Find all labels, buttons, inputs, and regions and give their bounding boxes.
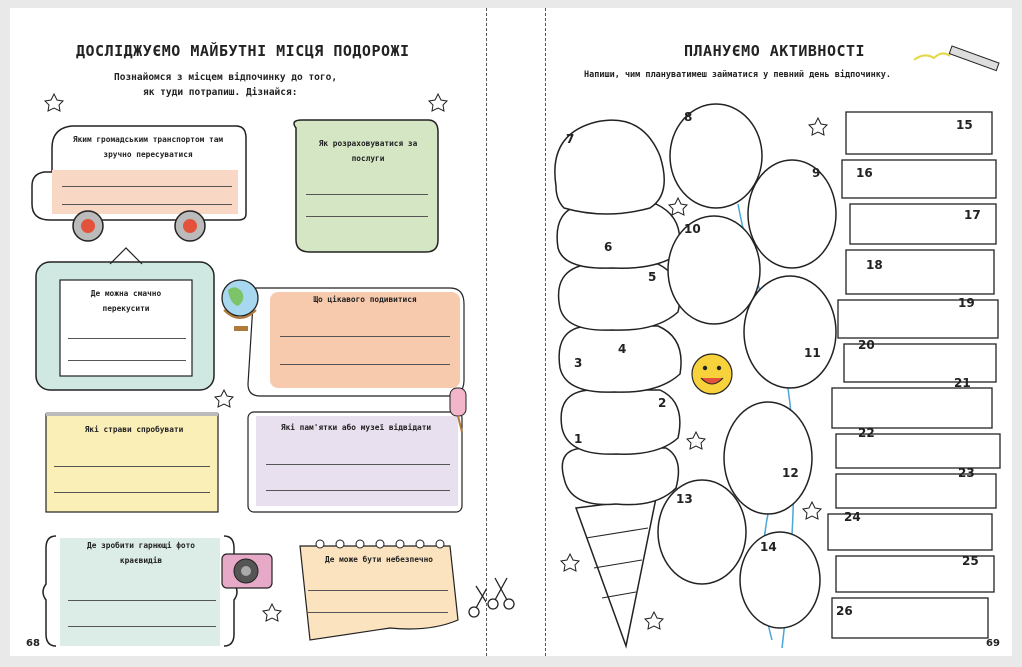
food-answer-line-2[interactable] bbox=[68, 360, 186, 361]
balloon-day-9[interactable]: 9 bbox=[812, 166, 821, 180]
left-page-title: ДОСЛІДЖУЄМО МАЙБУТНІ МІСЦЯ ПОДОРОЖІ bbox=[76, 42, 410, 60]
book-day-16[interactable]: 16 bbox=[856, 166, 873, 180]
globe-icon bbox=[221, 279, 259, 331]
ice-cream-day-4[interactable]: 4 bbox=[618, 342, 627, 356]
bus-icon bbox=[31, 125, 247, 242]
star-icon bbox=[559, 116, 829, 630]
sights-answer-line-2[interactable] bbox=[280, 364, 450, 365]
transport-answer-line-2[interactable] bbox=[62, 204, 232, 205]
book-day-25[interactable]: 25 bbox=[962, 554, 979, 568]
photos-label: Де зробити гарнющі фото краєвидів bbox=[87, 541, 195, 565]
museums-label: Які пам'ятки або музеї відвідати bbox=[280, 423, 432, 432]
pencil-icon bbox=[913, 45, 1000, 72]
balloon-day-11[interactable]: 11 bbox=[804, 346, 821, 360]
photos-answer-line-2[interactable] bbox=[68, 626, 216, 627]
payment-answer-line[interactable] bbox=[306, 194, 428, 195]
left-intro-line2: як туди потрапиш. Дізнайся: bbox=[143, 87, 298, 98]
smiley-icon bbox=[691, 353, 733, 395]
sights-label: Що цікавого подивитися bbox=[313, 295, 417, 304]
book-day-20[interactable]: 20 bbox=[858, 338, 875, 352]
ice-cream-day-5[interactable]: 5 bbox=[648, 270, 657, 284]
ice-cream-day-1[interactable]: 1 bbox=[574, 432, 583, 446]
right-page-title: ПЛАНУЄМО АКТИВНОСТІ bbox=[684, 42, 866, 60]
scissors-icon bbox=[487, 577, 515, 610]
camera-icon bbox=[221, 553, 273, 589]
book-day-23[interactable]: 23 bbox=[958, 466, 975, 480]
danger-answer-line[interactable] bbox=[308, 590, 448, 591]
book-day-18[interactable]: 18 bbox=[866, 258, 883, 272]
book-day-15[interactable]: 15 bbox=[956, 118, 973, 132]
book-day-26[interactable]: 26 bbox=[836, 604, 853, 618]
museums-answer-line[interactable] bbox=[266, 464, 450, 465]
book-day-22[interactable]: 22 bbox=[858, 426, 875, 440]
book-day-24[interactable]: 24 bbox=[844, 510, 861, 524]
danger-answer-line-2[interactable] bbox=[308, 612, 448, 613]
scissors-icon bbox=[468, 585, 486, 618]
balloon-day-14[interactable]: 14 bbox=[760, 540, 777, 554]
balloon-day-8[interactable]: 8 bbox=[684, 110, 693, 124]
dishes-answer-line[interactable] bbox=[54, 466, 210, 467]
ice-cream-day-2[interactable]: 2 bbox=[658, 396, 667, 410]
balloon-day-10[interactable]: 10 bbox=[684, 222, 701, 236]
balloon-day-13[interactable]: 13 bbox=[676, 492, 693, 506]
ice-cream-day-7[interactable]: 7 bbox=[566, 132, 575, 146]
page-gutter bbox=[486, 8, 546, 656]
sights-answer-line[interactable] bbox=[280, 336, 450, 337]
right-page: ПЛАНУЄМО АКТИВНОСТІ Напиши, чим плануват… bbox=[546, 8, 1012, 656]
ice-cream-day-6[interactable]: 6 bbox=[604, 240, 613, 254]
dishes-answer-line-2[interactable] bbox=[54, 492, 210, 493]
food-answer-line[interactable] bbox=[68, 338, 186, 339]
book-day-21[interactable]: 21 bbox=[954, 376, 971, 390]
photos-answer-line[interactable] bbox=[68, 600, 216, 601]
right-page-drawings bbox=[554, 45, 1001, 649]
food-label: Де можна смачно перекусити bbox=[90, 289, 162, 313]
book-day-19[interactable]: 19 bbox=[958, 296, 975, 310]
star-icon bbox=[43, 92, 449, 622]
right-page-number: 69 bbox=[986, 638, 1000, 649]
left-intro-line1: Познайомся з місцем відпочинку до того, bbox=[114, 72, 338, 83]
museums-answer-line-2[interactable] bbox=[266, 490, 450, 491]
popsicle-icon bbox=[449, 387, 467, 433]
balloon-day-12[interactable]: 12 bbox=[782, 466, 799, 480]
left-page-decorations bbox=[31, 92, 486, 647]
ice-cream-day-3[interactable]: 3 bbox=[574, 356, 583, 370]
danger-label: Де може бути небезпечно bbox=[325, 555, 433, 564]
transport-answer-line[interactable] bbox=[62, 186, 232, 187]
payment-label: Як розраховуватися за послуги bbox=[318, 139, 418, 163]
right-intro: Напиши, чим плануватимеш займатися у пев… bbox=[584, 70, 892, 80]
dishes-label: Які страви спробувати bbox=[84, 425, 184, 434]
transport-label: Яким громадським транспортом там зручно … bbox=[72, 135, 224, 159]
book-day-17[interactable]: 17 bbox=[964, 208, 981, 222]
left-page-number: 68 bbox=[26, 638, 40, 649]
payment-answer-line-2[interactable] bbox=[306, 216, 428, 217]
left-page: ДОСЛІДЖУЄМО МАЙБУТНІ МІСЦЯ ПОДОРОЖІ Позн… bbox=[10, 8, 486, 656]
